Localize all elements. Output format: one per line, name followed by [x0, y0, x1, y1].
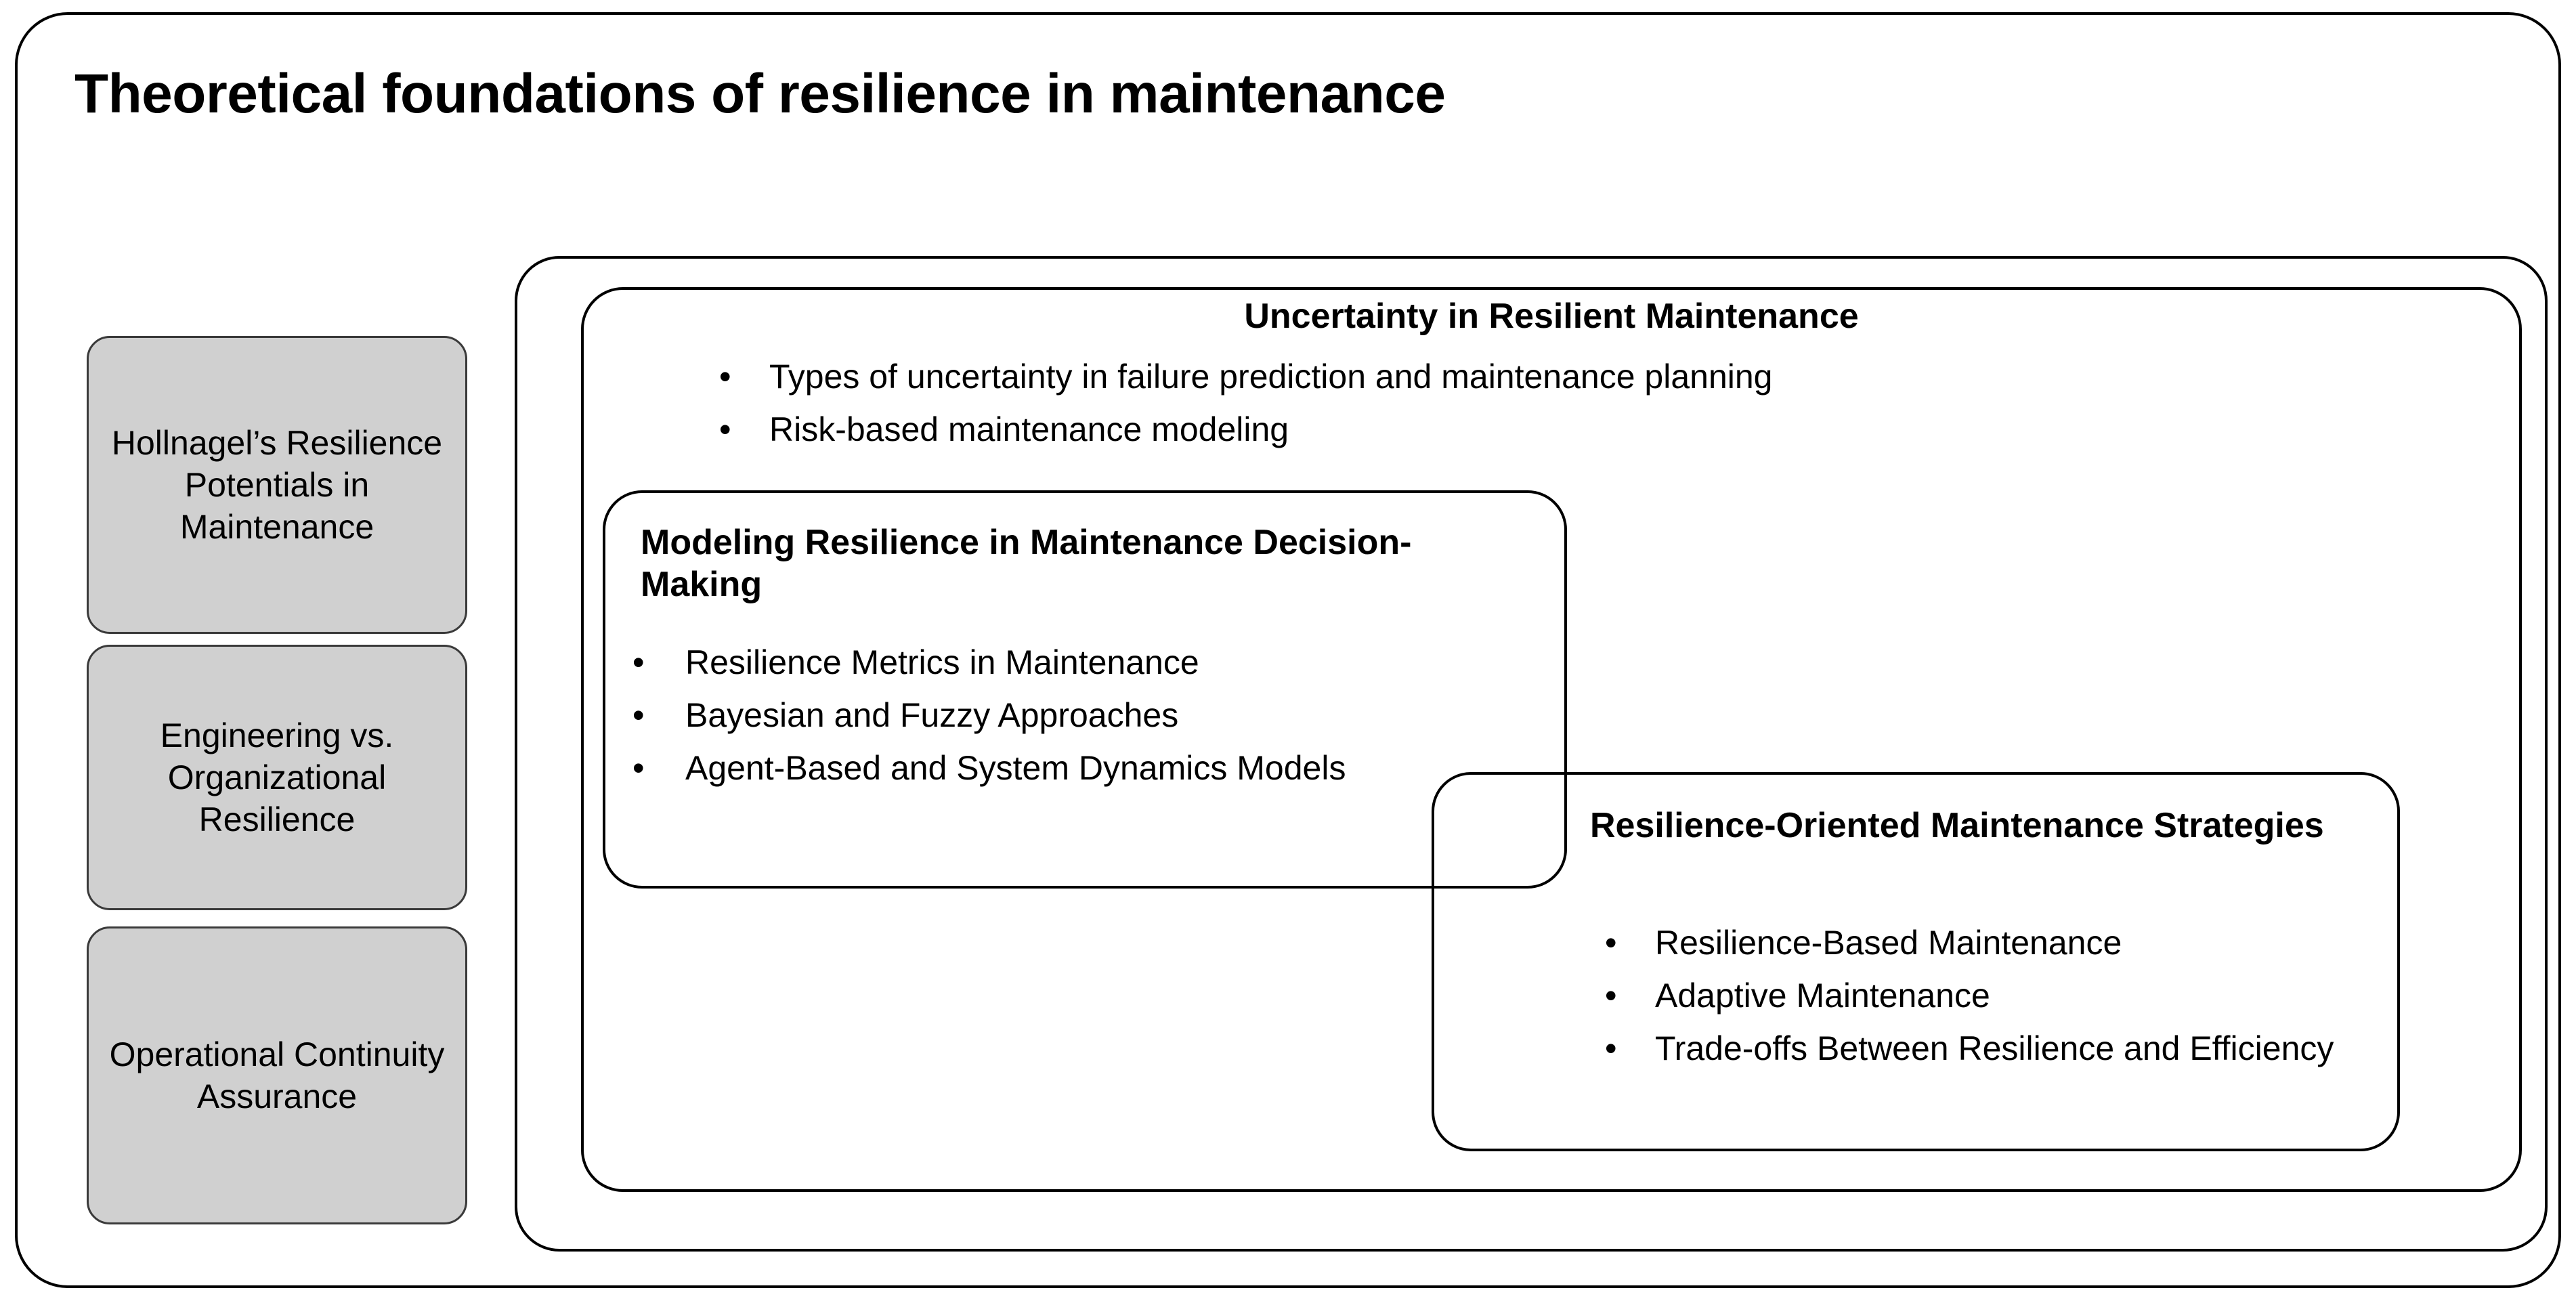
list-item: • Adaptive Maintenance [1590, 974, 2389, 1017]
list-item: • Types of uncertainty in failure predic… [704, 355, 2465, 398]
modeling-panel-border [603, 490, 1567, 889]
list-item-label: Resilience Metrics in Maintenance [685, 643, 1199, 681]
modeling-panel-heading: Modeling Resilience in Maintenance Decis… [641, 523, 1412, 605]
concept-card-hollnagel-resilience-potentials[interactable]: Hollnagel’s Resilience Potentials in Mai… [87, 336, 467, 634]
uncertainty-panel-heading: Uncertainty in Resilient Maintenance [1244, 297, 1859, 336]
bullet-dot-icon: • [1605, 977, 1617, 1014]
list-item: • Bayesian and Fuzzy Approaches [623, 693, 1463, 737]
concept-card-engineering-vs-organizational-resilience[interactable]: Engineering vs. Organizational Resilienc… [87, 645, 467, 910]
list-item-label: Bayesian and Fuzzy Approaches [685, 696, 1179, 734]
bullet-dot-icon: • [632, 749, 645, 787]
outer-frame-border [15, 12, 2561, 1288]
bullet-dot-icon: • [1605, 924, 1617, 962]
uncertainty-panel-bullets: • Types of uncertainty in failure predic… [704, 355, 2465, 461]
concept-card-label: Engineering vs. Organizational Resilienc… [160, 717, 394, 838]
list-item-label: Types of uncertainty in failure predicti… [769, 358, 1773, 396]
strategies-panel-heading: Resilience-Oriented Maintenance Strategi… [1590, 806, 2324, 845]
scope-frame-border [515, 256, 2548, 1252]
bullet-dot-icon: • [632, 643, 645, 681]
concept-card-operational-continuity-assurance[interactable]: Operational Continuity Assurance [87, 926, 467, 1224]
list-item: • Risk-based maintenance modeling [704, 408, 2465, 451]
strategies-panel-bullets: • Resilience-Based Maintenance • Adaptiv… [1590, 921, 2389, 1080]
list-item: • Resilience Metrics in Maintenance [623, 641, 1463, 684]
bullet-dot-icon: • [719, 410, 731, 448]
concept-card-label: Operational Continuity Assurance [109, 1035, 445, 1115]
bullet-dot-icon: • [1605, 1029, 1617, 1067]
list-item-label: Risk-based maintenance modeling [769, 410, 1289, 448]
list-item: • Agent-Based and System Dynamics Models [623, 746, 1463, 790]
concept-card-label: Hollnagel’s Resilience Potentials in Mai… [111, 424, 443, 546]
bullet-dot-icon: • [719, 358, 731, 396]
page-title: Theoretical foundations of resilience in… [74, 63, 1446, 125]
list-item-label: Resilience-Based Maintenance [1655, 924, 2122, 962]
list-item-label: Agent-Based and System Dynamics Models [685, 749, 1346, 787]
bullet-dot-icon: • [632, 696, 645, 734]
strategies-panel-border [1432, 772, 2400, 1151]
uncertainty-panel-border [581, 287, 2522, 1192]
modeling-panel-bullets: • Resilience Metrics in Maintenance • Ba… [623, 641, 1463, 799]
list-item: • Trade-offs Between Resilience and Effi… [1590, 1027, 2389, 1070]
list-item: • Resilience-Based Maintenance [1590, 921, 2389, 964]
list-item-label: Trade-offs Between Resilience and Effici… [1655, 1029, 2334, 1067]
list-item-label: Adaptive Maintenance [1655, 977, 1990, 1014]
